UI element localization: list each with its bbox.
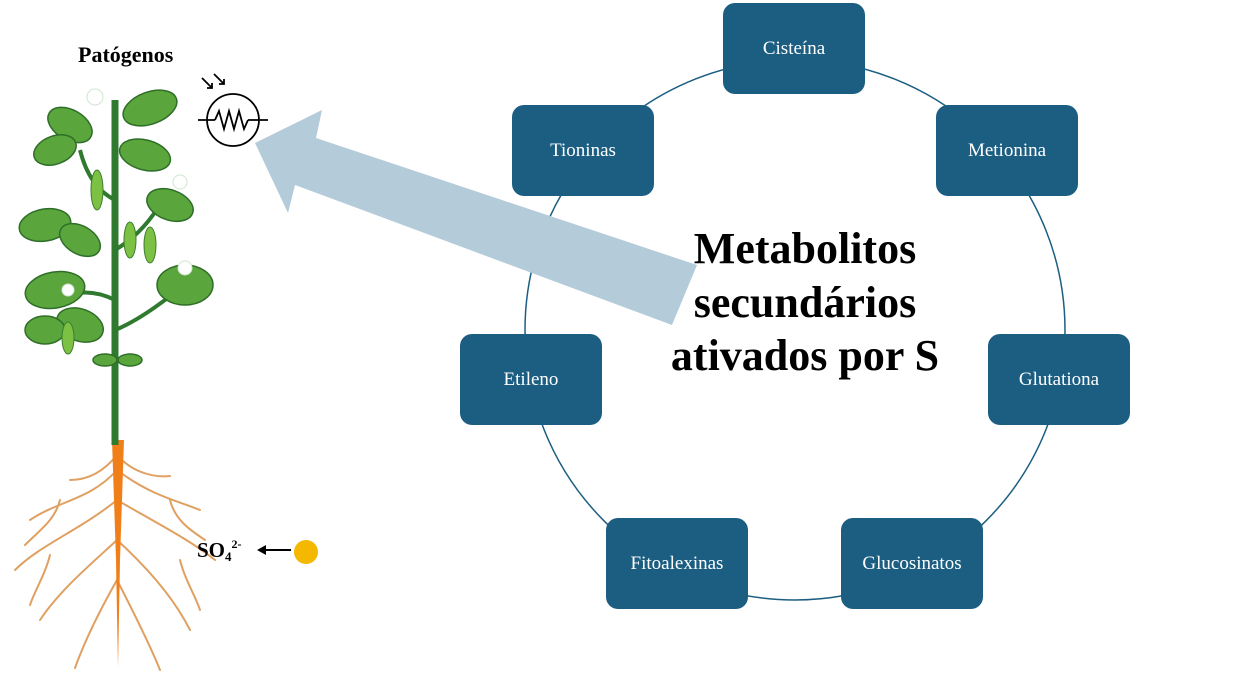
node-glucosinatos: Glucosinatos [841,518,983,609]
sulfate-base: SO [197,538,226,562]
node-cisteina: Cisteína [723,3,865,94]
center-title: Metabolitos secundários ativados por S [655,222,955,383]
node-glutationa: Glutationa [988,334,1130,425]
sulfate-superscript: 2- [231,537,242,551]
defense-arrow [255,110,697,325]
center-title-line-1: Metabolitos [693,224,917,273]
node-etileno: Etileno [460,334,602,425]
node-tioninas: Tioninas [512,105,654,196]
pathogen-icon [198,73,268,147]
plant-icon [14,88,216,671]
node-fitoalexinas: Fitoalexinas [606,518,748,609]
node-metionina: Metionina [936,105,1078,196]
center-title-line-3: ativados por S [670,331,940,381]
center-title-line-2: secundários [693,277,917,327]
taproot [112,440,124,668]
sulfate-arrow [257,545,291,555]
pathogen-label: Patógenos [78,42,174,67]
sulfate-dot-icon [294,540,318,564]
sulfate-label: SO42- [197,537,242,565]
sulfate-subscript: 4 [225,549,232,564]
